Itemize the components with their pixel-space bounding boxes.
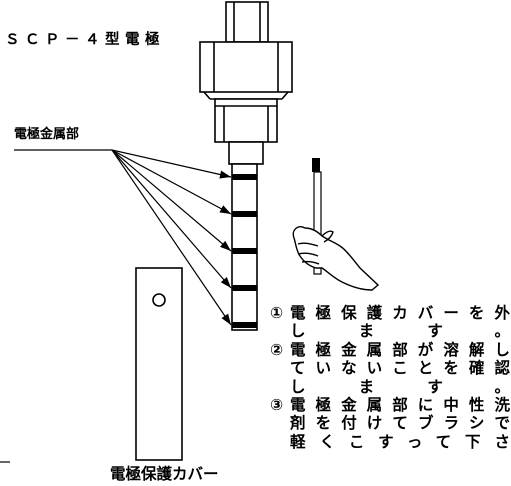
step-text: 電極金属部に中性洗剤を付けてブラシで軽くこすって下さ — [290, 396, 511, 451]
metal-part-leaders — [111, 149, 232, 326]
metal-band — [232, 211, 257, 217]
leader-arrowhead — [220, 277, 231, 288]
leader-line — [111, 149, 232, 178]
electrode-metal-part-label: 電極金属部 — [14, 127, 80, 142]
brush-icon — [312, 158, 322, 275]
leader-arrowhead — [219, 205, 231, 214]
step-text-line: します。 — [290, 322, 511, 341]
metal-band — [232, 285, 257, 291]
diagram-title: ＳＣＰ－４型電極 — [5, 32, 165, 48]
electrode-hex-nut — [199, 41, 293, 100]
leader-line — [111, 149, 232, 326]
step-item: ② 電極金属部が溶解していないことを確認します。 — [270, 341, 511, 396]
step-item: ③ 電極金属部に中性洗剤を付けてブラシで軽くこすって下さ — [270, 396, 511, 451]
electrode-metal-bands — [232, 174, 257, 328]
step-text-line: ていないことを確認 — [290, 359, 511, 378]
step-text-line: 軽くこすって下さ — [290, 432, 511, 451]
step-text-line: 剤を付けてブラシで — [290, 414, 511, 433]
electrode-cover-label: 電極保護カバー — [110, 465, 219, 483]
step-text-line: 電極金属部が溶解し — [290, 340, 511, 359]
electrode-neck — [228, 141, 264, 165]
step-number: ② — [270, 340, 284, 359]
step-text: 電極金属部が溶解していないことを確認します。 — [290, 341, 511, 396]
step-text-line: 電極金属部に中性洗 — [290, 396, 511, 415]
step-text-line: 電極保護カバーを外 — [290, 304, 511, 322]
leader-line — [111, 149, 232, 215]
step-number: ③ — [270, 396, 284, 415]
step-item: ① 電極保護カバーを外します。 — [270, 304, 511, 341]
step-text: 電極保護カバーを外します。 — [290, 304, 511, 341]
step-text-line: します。 — [290, 377, 511, 396]
leader-arrowhead — [221, 313, 231, 325]
metal-band — [232, 248, 257, 254]
metal-band — [232, 322, 257, 328]
leader-line — [111, 149, 232, 252]
maintenance-steps: ① 電極保護カバーを外します。 ② 電極金属部が溶解していないことを確認します。 ③ 電極… — [270, 304, 511, 451]
leader-arrowhead — [219, 170, 231, 179]
leader-line — [111, 149, 232, 289]
step-number: ① — [270, 304, 284, 322]
electrode-thread — [214, 98, 278, 143]
metal-band — [232, 174, 257, 180]
electrode-rod — [231, 163, 258, 331]
electrode-protective-cover — [135, 267, 183, 461]
electrode-connector-top — [225, 1, 269, 43]
hand-icon — [292, 226, 380, 291]
leader-arrowhead — [220, 240, 231, 251]
